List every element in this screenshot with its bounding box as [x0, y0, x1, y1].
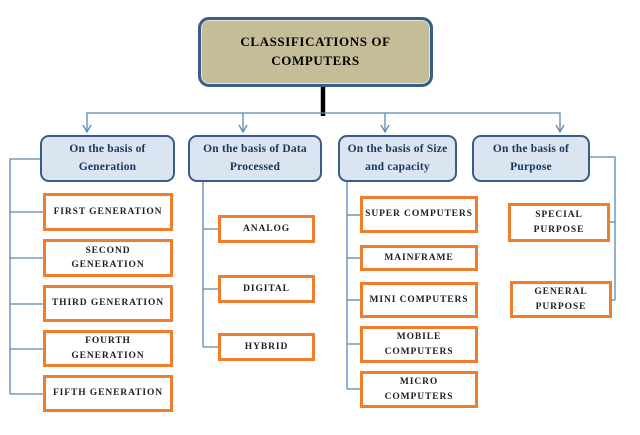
leaf-node-digital: DIGITAL [218, 275, 315, 303]
leaf-node-hybrid: HYBRID [218, 333, 315, 361]
size-capacity-bracket [346, 182, 362, 390]
leaf-node-micro-computers: MICRO COMPUTERS [360, 371, 478, 408]
branch-label: On the basis of Data Processed [203, 143, 307, 173]
leaf-label: MOBILE COMPUTERS [384, 332, 454, 357]
leaf-node-mobile-computers: MOBILE COMPUTERS [360, 326, 478, 363]
leaf-node-super-computers: SUPER COMPUTERS [360, 196, 478, 233]
branch-label: On the basis of Purpose [492, 143, 570, 173]
leaf-label: ANALOG [242, 223, 291, 234]
leaf-node-second-generation: SECOND GENERATION [43, 239, 173, 277]
leaf-node-analog: ANALOG [218, 215, 315, 243]
leaf-label: SPECIAL PURPOSE [533, 210, 585, 235]
leaf-label: FIRST GENERATION [53, 206, 163, 217]
leaf-node-general-purpose: GENERAL PURPOSE [510, 281, 612, 318]
leaf-node-mini-computers: MINI COMPUTERS [360, 282, 478, 318]
leaf-label: GENERAL PURPOSE [534, 287, 588, 312]
leaf-node-fifth-generation: FIFTH GENERATION [43, 375, 173, 412]
root-node-label: CLASSIFICATIONS OF COMPUTERS [240, 34, 391, 68]
leaf-label: FOURTH GENERATION [71, 336, 145, 361]
leaf-node-third-generation: THIRD GENERATION [43, 285, 173, 322]
branch-node-generation: On the basis of Generation [40, 135, 175, 182]
leaf-node-special-purpose: SPECIAL PURPOSE [508, 203, 610, 242]
leaf-label: HYBRID [244, 341, 289, 352]
leaf-label: MAINFRAME [384, 252, 454, 263]
leaf-label: DIGITAL [243, 283, 290, 294]
branch-node-purpose: On the basis of Purpose [472, 135, 590, 182]
leaf-node-fourth-generation: FOURTH GENERATION [43, 330, 173, 367]
branch-node-size-capacity: On the basis of Size and capacity [338, 135, 457, 182]
leaf-label: THIRD GENERATION [51, 298, 165, 309]
leaf-label: SUPER COMPUTERS [365, 209, 473, 220]
leaf-node-first-generation: FIRST GENERATION [43, 193, 173, 231]
leaf-node-mainframe: MAINFRAME [360, 245, 478, 271]
leaf-label: MINI COMPUTERS [369, 294, 469, 305]
branch-label: On the basis of Size and capacity [347, 143, 448, 173]
leaf-label: MICRO COMPUTERS [384, 377, 454, 402]
data-processed-bracket [202, 182, 220, 348]
branch-arrows [82, 112, 565, 134]
root-node: CLASSIFICATIONS OF COMPUTERS [198, 17, 433, 87]
leaf-label: SECOND GENERATION [71, 245, 145, 270]
generation-bracket [9, 158, 45, 395]
branch-node-data-processed: On the basis of Data Processed [188, 135, 322, 182]
leaf-label: FIFTH GENERATION [52, 388, 164, 399]
branch-label: On the basis of Generation [69, 143, 146, 173]
